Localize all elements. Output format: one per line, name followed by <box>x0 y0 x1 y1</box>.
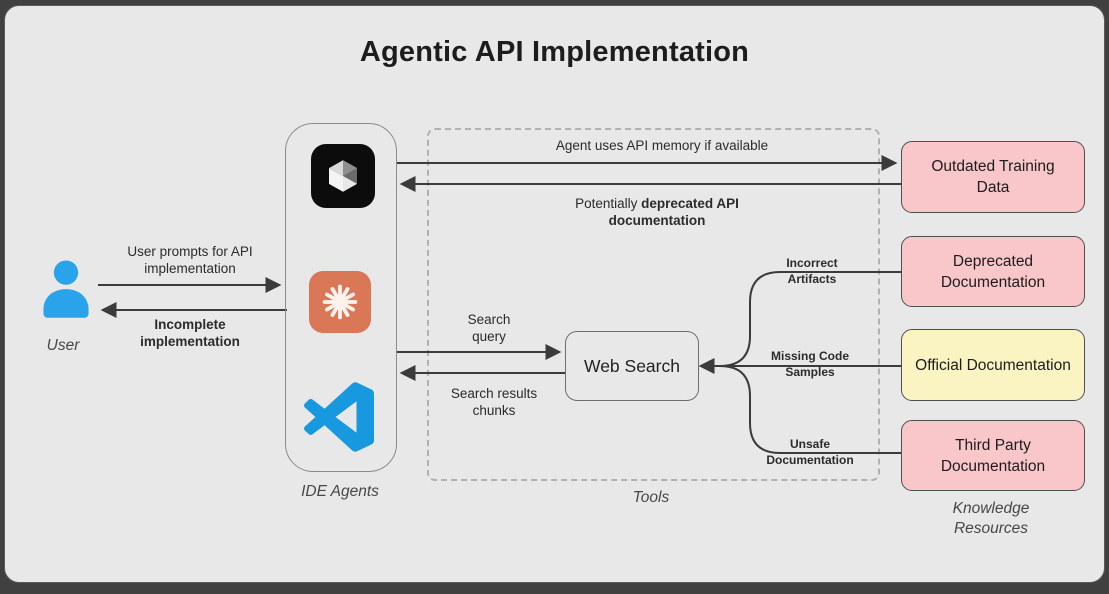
box-outdated-training-data-label: Outdated Training Data <box>931 158 1055 196</box>
knowledge-resources-label: Knowledge Resources <box>952 500 1030 537</box>
cursor-icon <box>311 144 375 208</box>
tools-box <box>427 128 880 481</box>
tools-label: Tools <box>632 489 670 506</box>
branch-label-unsafe-docs: Unsafe Documentation <box>766 437 854 467</box>
edge-label-incomplete: Incomplete implementation <box>140 317 240 349</box>
edge-label-user-prompts: User prompts for API implementation <box>127 244 253 276</box>
edge-label-api-memory: Agent uses API memory if available <box>555 138 769 153</box>
branch-label-missing-code: Missing Code Samples <box>770 349 849 379</box>
box-official-documentation: Official Documentation <box>901 329 1085 401</box>
box-third-party-documentation: Third Party Documentation <box>901 420 1085 491</box>
vscode-icon <box>304 382 374 452</box>
user-icon <box>43 260 89 318</box>
claude-starburst-glyph <box>322 284 358 320</box>
edge-label-deprecated-docs-bold: deprecated API documentation <box>608 196 739 228</box>
box-outdated-training-data: Outdated Training Data <box>901 141 1085 213</box>
ide-agents-box <box>285 123 397 472</box>
diagram-title: Agentic API Implementation <box>359 36 750 68</box>
edge-label-search-results: Search results chunks <box>450 386 538 418</box>
web-search-box: Web Search <box>565 331 699 401</box>
web-search-label: Web Search <box>584 355 680 376</box>
edge-label-search-query: Search query <box>467 312 511 344</box>
box-deprecated-documentation-label: Deprecated Documentation <box>940 252 1046 291</box>
edge-label-deprecated-docs: Potentially deprecated API documentation <box>562 195 752 229</box>
claude-icon <box>309 271 371 333</box>
box-deprecated-documentation: Deprecated Documentation <box>901 236 1085 307</box>
box-official-documentation-label: Official Documentation <box>915 356 1071 374</box>
cursor-cube-glyph <box>329 160 357 192</box>
user-label: User <box>46 337 80 354</box>
ide-agents-label: IDE Agents <box>301 483 379 500</box>
branch-label-incorrect-artifacts: Incorrect Artifacts <box>786 256 838 286</box>
edge-label-deprecated-docs-prefix: Potentially <box>575 196 642 211</box>
box-third-party-documentation-label: Third Party Documentation <box>940 436 1046 475</box>
